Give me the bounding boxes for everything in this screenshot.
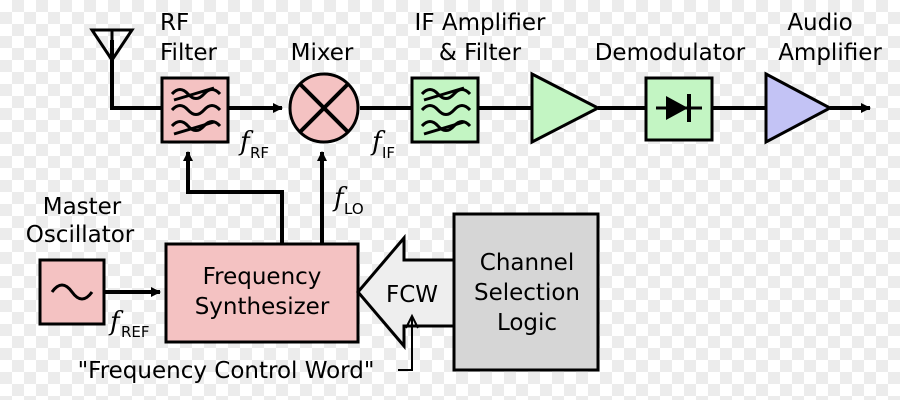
f-rf-label: f RF bbox=[238, 127, 269, 162]
demodulator-label: Demodulator bbox=[595, 40, 746, 66]
f-if-label: f IF bbox=[370, 127, 395, 162]
audio-amp-label-line2: Amplifier bbox=[778, 40, 882, 66]
amplifier-triangle-icon bbox=[764, 71, 834, 145]
channel-label-line2: Selection bbox=[474, 280, 580, 306]
synth-label-line1: Frequency bbox=[203, 264, 322, 290]
master-osc-label-line2: Oscillator bbox=[26, 222, 135, 248]
if-filter-block: IF Amplifier & Filter bbox=[410, 10, 546, 144]
svg-text:IF: IF bbox=[382, 144, 395, 162]
fcw-caption-pointer bbox=[398, 313, 419, 371]
synth-label-line2: Synthesizer bbox=[195, 294, 330, 320]
svg-text:REF: REF bbox=[121, 323, 150, 341]
master-oscillator-block: Master Oscillator bbox=[26, 194, 135, 326]
rf-filter-label-line2: Filter bbox=[160, 40, 218, 66]
if-amp-label-line2: & Filter bbox=[439, 40, 522, 66]
demodulator-block: Demodulator bbox=[595, 40, 746, 142]
mixer-label: Mixer bbox=[291, 40, 354, 66]
fcw-caption: "Frequency Control Word" bbox=[78, 358, 375, 384]
filter-wave-icon bbox=[420, 86, 472, 136]
amplifier-triangle-icon bbox=[530, 71, 602, 145]
audio-amplifier-block: Audio Amplifier bbox=[764, 10, 882, 145]
sine-wave-icon bbox=[50, 283, 94, 301]
channel-selection-block: Channel Selection Logic bbox=[452, 212, 600, 372]
rf-filter-block: RF Filter bbox=[160, 10, 230, 144]
filter-wave-icon bbox=[170, 86, 222, 136]
channel-label-line3: Logic bbox=[497, 310, 557, 336]
mixer-block: Mixer bbox=[288, 40, 360, 144]
rf-filter-label-line1: RF bbox=[160, 10, 189, 36]
f-lo-label: f LO bbox=[332, 183, 364, 218]
mixer-cross-icon bbox=[298, 82, 350, 134]
master-osc-label-line1: Master bbox=[43, 194, 122, 220]
svg-text:RF: RF bbox=[250, 144, 269, 162]
audio-amp-label-line1: Audio bbox=[787, 10, 852, 36]
antenna-icon bbox=[89, 28, 135, 63]
f-ref-label: f REF bbox=[108, 307, 150, 341]
fcw-arrow: FCW bbox=[356, 233, 456, 351]
fcw-label: FCW bbox=[386, 282, 438, 308]
frequency-synthesizer-block: Frequency Synthesizer bbox=[164, 242, 360, 344]
if-amp-label-line1: IF Amplifier bbox=[415, 10, 546, 36]
diode-icon bbox=[656, 94, 702, 122]
signal-wires bbox=[104, 40, 871, 297]
channel-label-line1: Channel bbox=[480, 250, 574, 276]
svg-text:LO: LO bbox=[344, 200, 364, 218]
